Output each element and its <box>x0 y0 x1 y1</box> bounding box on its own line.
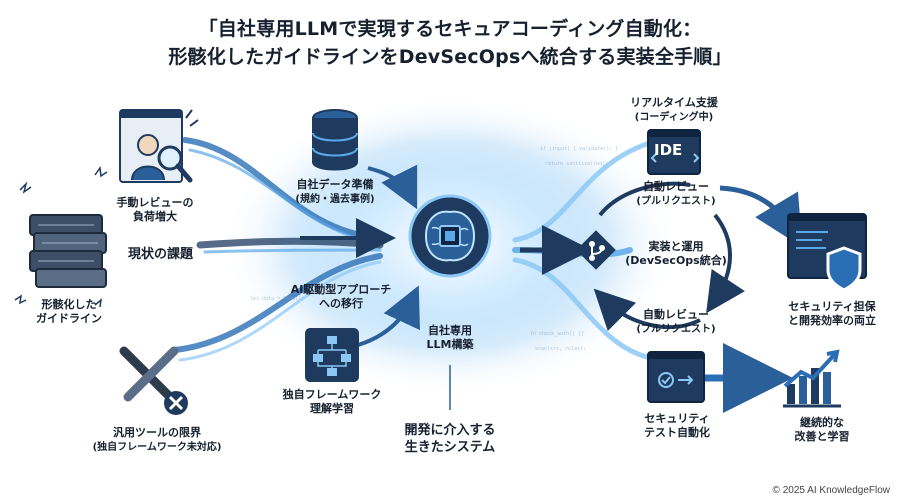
data-prep-label: 自社データ準備 (規約・過去事例) <box>290 178 380 207</box>
svg-text:if (input) { validate(); }: if (input) { validate(); } <box>540 146 618 152</box>
ops-line1: 実装と運用 <box>648 240 704 253</box>
arrow-to-security <box>719 185 803 248</box>
ops-line2: (DevSecOps統合) <box>625 254 727 267</box>
arrow-framework-to-llm <box>357 285 420 347</box>
living-line2: 生きたシステム <box>404 440 496 455</box>
ide-icon <box>647 129 701 175</box>
review-bottom-line1: 自動レビュー <box>643 308 709 321</box>
security-test-icon <box>647 351 705 403</box>
guidelines-line2: ガイドライン <box>36 312 102 325</box>
review-top-line1: 自動レビュー <box>643 180 709 193</box>
review-bottom-label: 自動レビュー (プルリクエスト) <box>628 308 724 337</box>
framework-label: 独自フレームワーク 理解学習 <box>276 388 388 416</box>
tools-label: 汎用ツールの限界 (独自フレームワーク未対応) <box>82 426 232 455</box>
framework-line2: 理解学習 <box>310 402 354 415</box>
manual-review-label: 手動レビューの 負荷増大 <box>115 196 195 224</box>
realtime-line1: リアルタイム支援 <box>630 96 718 109</box>
arrow-data-to-llm <box>367 164 418 210</box>
svg-text:let data = load();: let data = load(); <box>250 296 304 302</box>
ai-approach-label: AI駆動型アプローチ への移行 <box>276 283 406 311</box>
cycle-arc-right <box>706 213 745 314</box>
balance-line2: と開発効率の両立 <box>788 314 876 327</box>
realtime-line2: (コーディング中) <box>634 112 714 123</box>
books-icon <box>29 214 107 288</box>
svg-text:return sanitize(req);: return sanitize(req); <box>545 161 608 167</box>
sectest-label: セキュリティ テスト自動化 <box>634 412 720 440</box>
left-streams <box>172 137 384 362</box>
cycle-arc-top <box>598 181 691 217</box>
living-line1: 開発に介入する <box>404 423 496 438</box>
tools-icon <box>119 346 188 415</box>
tools-line2: (独自フレームワーク未対応) <box>92 442 222 453</box>
living-system-label: 開発に介入する 生きたシステム <box>392 422 508 456</box>
git-branch-icon <box>576 230 616 270</box>
ops-label: 実装と運用 (DevSecOps統合) <box>622 240 730 268</box>
svg-text:fn check_auth() {}: fn check_auth() {} <box>530 331 584 337</box>
data-prep-line1: 自社データ準備 <box>296 178 374 191</box>
review-top-label: 自動レビュー (プルリクエスト) <box>628 180 724 209</box>
guidelines-line1: 形骸化した <box>41 298 97 311</box>
code-texture: if (input) { validate(); } return saniti… <box>250 146 618 352</box>
manual-review-line2: 負荷増大 <box>133 210 177 223</box>
review-top-line2: (プルリクエスト) <box>636 196 716 207</box>
guidelines-label: 形骸化した ガイドライン <box>24 298 114 326</box>
current-issues-label: 現状の課題 <box>128 247 194 262</box>
framework-line1: 独自フレームワーク <box>282 388 382 401</box>
shield-screen-icon <box>787 213 867 292</box>
sectest-line1: セキュリティ <box>644 412 710 425</box>
review-bottom-line2: (プルリクエスト) <box>636 324 716 335</box>
manual-review-line1: 手動レビューの <box>116 196 194 209</box>
ide-icon-text: IDE <box>654 141 683 159</box>
balance-line1: セキュリティ担保 <box>788 300 876 313</box>
improve-label: 継続的な 改善と学習 <box>782 416 862 444</box>
improve-line2: 改善と学習 <box>794 430 850 443</box>
database-icon <box>312 109 358 171</box>
llm-label: 自社専用 LLM構築 <box>412 324 488 352</box>
title-line-2: 形骸化したガイドラインをDevSecOpsへ統合する実装全手順」 <box>168 46 732 68</box>
svg-text:scan(src, rules);: scan(src, rules); <box>535 346 586 352</box>
llm-line1: 自社専用 <box>428 324 472 337</box>
data-prep-line2: (規約・過去事例) <box>295 194 375 205</box>
ai-approach-line1: AI駆動型アプローチ <box>290 283 392 296</box>
framework-icon <box>305 328 359 382</box>
growth-chart-icon <box>783 349 841 408</box>
sectest-line2: テスト自動化 <box>644 426 710 439</box>
llm-brain-icon <box>408 194 492 278</box>
cycle-arc-bottom <box>593 288 701 332</box>
tools-line1: 汎用ツールの限界 <box>113 426 201 439</box>
balance-label: セキュリティ担保 と開発効率の両立 <box>776 300 888 328</box>
realtime-label: リアルタイム支援 (コーディング中) <box>614 96 734 125</box>
manual-review-icon <box>119 109 199 183</box>
llm-line2: LLM構築 <box>426 338 474 351</box>
crack-lines <box>14 166 108 308</box>
ai-approach-line2: への移行 <box>319 297 363 310</box>
title-line-1: 「自社専用LLMで実現するセキュアコーディング自動化： <box>198 18 702 40</box>
copyright: © 2025 AI KnowledgeFlow <box>772 485 890 496</box>
improve-line1: 継続的な <box>800 416 844 429</box>
